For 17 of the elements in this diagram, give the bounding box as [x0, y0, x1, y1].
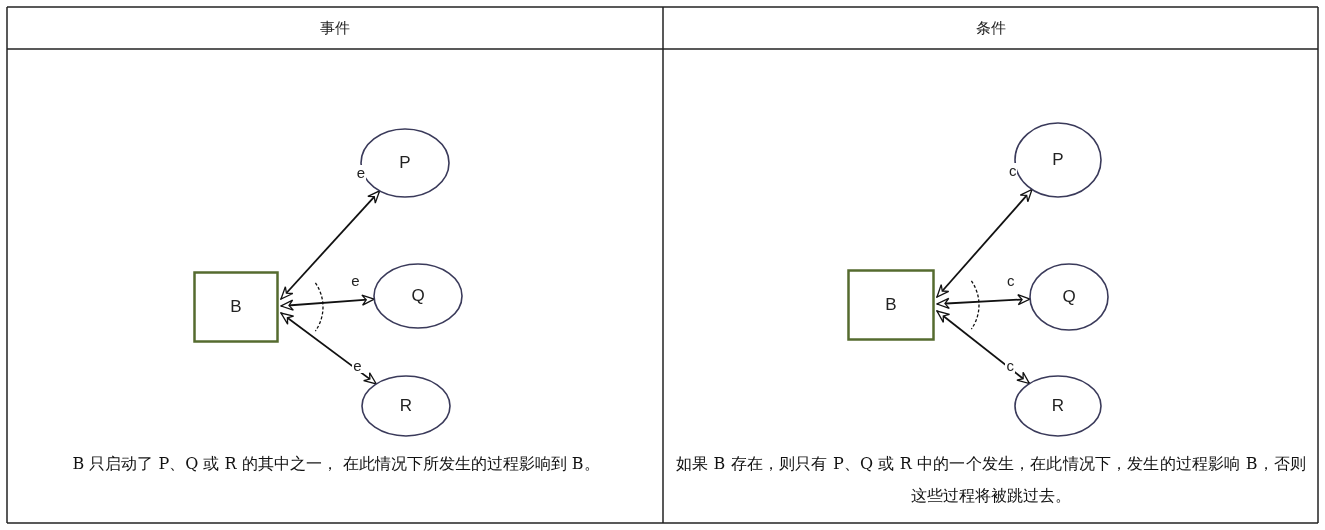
column-header: 事件 — [319, 18, 351, 38]
double-arrow — [936, 294, 1031, 309]
edge-label: e — [355, 164, 366, 180]
ellipse-node: R — [1014, 375, 1102, 437]
double-arrow — [936, 188, 1033, 298]
process-box: B — [193, 271, 279, 343]
double-arrow — [280, 312, 378, 385]
ellipse-node: R — [361, 375, 451, 437]
description-text: 如果 B 存在，则只有 P、Q 或 R 中的一个发生，在此情况下，发生的过程影响 B，否则这些过程将被跳过去。 — [676, 453, 1306, 507]
description-text: B 只启动了 P、Q 或 R 的其中之一， 在此情况下所发生的过程影响到 B。 — [71, 453, 601, 475]
process-box: B — [847, 269, 935, 341]
double-arrow — [280, 189, 381, 300]
ellipse-node: Q — [1029, 263, 1109, 331]
column-header: 条件 — [974, 18, 1007, 38]
double-arrow — [936, 310, 1031, 385]
edge-label: c — [1007, 163, 1018, 179]
ellipse-node: Q — [373, 263, 463, 329]
